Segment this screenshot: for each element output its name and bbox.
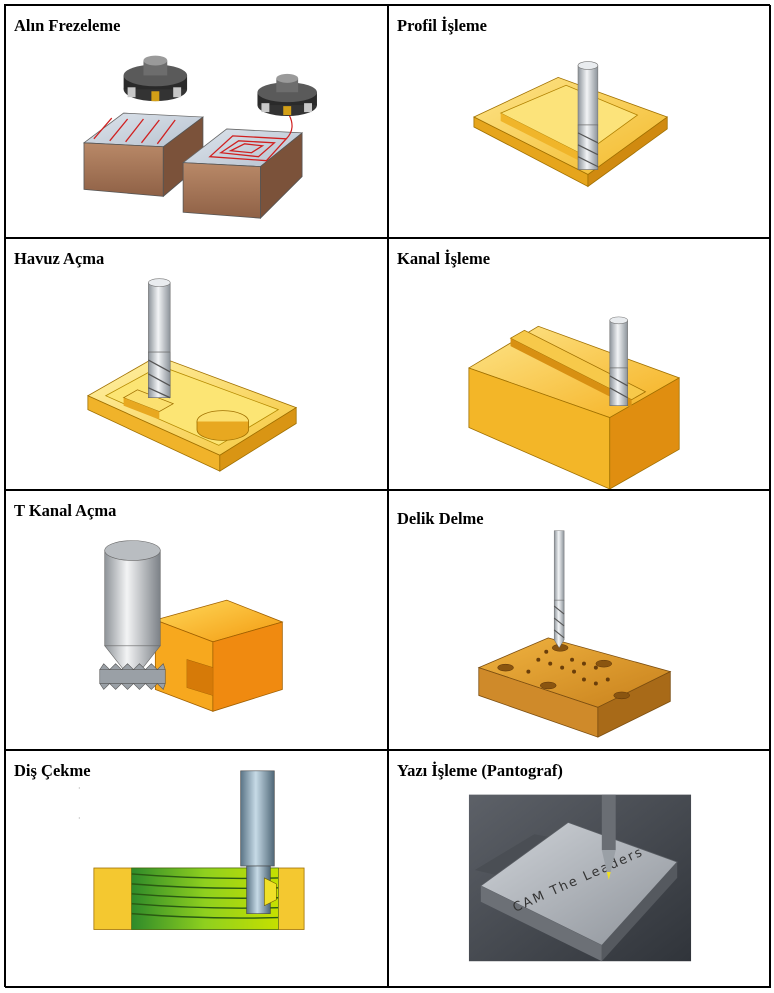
cell-engraving: Yazı İşleme (Pantograf) CAM The Leaders	[388, 750, 771, 988]
profile-machining-title: Profil İşleme	[397, 16, 487, 35]
profile-machining-illustration	[473, 61, 669, 188]
operations-table: Alın Frezeleme	[4, 4, 771, 988]
pocket-milling-title: Havuz Açma	[14, 249, 105, 268]
cell-drilling: Delik Delme	[388, 490, 771, 750]
slot-milling-title: Kanal İşleme	[397, 249, 491, 268]
t-slot-milling-illustration	[99, 540, 284, 712]
drilling-illustration	[477, 530, 672, 738]
cell-t-slot-milling: T Kanal Açma	[5, 490, 388, 750]
pocket-milling-illustration	[86, 278, 298, 472]
engraving-title: Yazı İşleme (Pantograf)	[397, 761, 563, 780]
thread-milling-illustration: . .	[78, 770, 305, 930]
svg-text:.: .	[78, 811, 81, 820]
thread-milling-title: Diş Çekme	[14, 761, 91, 780]
drilling-title: Delik Delme	[397, 509, 484, 528]
slot-milling-illustration	[467, 316, 681, 489]
svg-text:.: .	[78, 782, 81, 791]
t-slot-milling-title: T Kanal Açma	[14, 501, 117, 520]
cell-slot-milling: Kanal İşleme	[388, 238, 771, 490]
engraving-illustration: CAM The Leaders	[468, 794, 692, 962]
cell-pocket-milling: Havuz Açma	[5, 238, 388, 490]
face-milling-illustration	[82, 55, 317, 220]
cell-face-milling: Alın Frezeleme	[5, 5, 388, 238]
face-milling-title: Alın Frezeleme	[14, 16, 121, 35]
cell-profile-machining: Profil İşleme	[388, 5, 771, 238]
cell-thread-milling: Diş Çekme . .	[5, 750, 388, 988]
